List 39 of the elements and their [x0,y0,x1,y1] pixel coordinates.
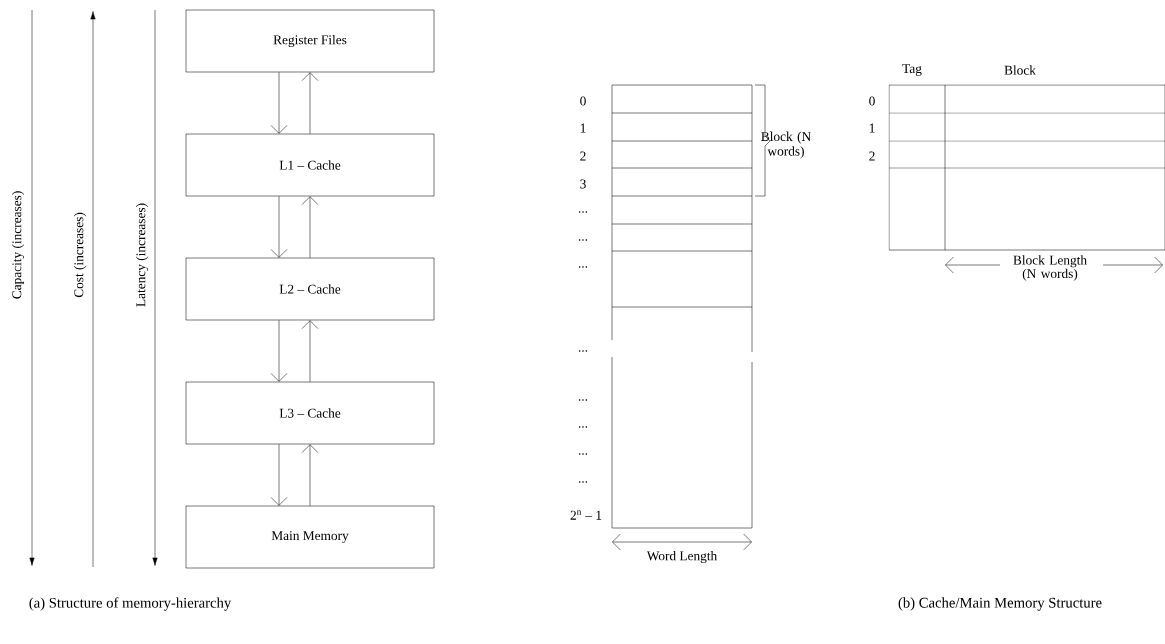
arrow [270,196,288,258]
column-header: Block [1004,65,1036,75]
arrow [270,72,288,134]
dimension-label: Word Length [646,550,718,564]
row-ellipsis: ... [578,453,588,455]
row-number: 0 [580,96,586,106]
row-ellipsis: ... [578,350,588,352]
arrow [270,320,288,382]
dimension-label: Block Length (N words) [1013,255,1087,281]
bracket-label: Block (N words) [761,131,811,159]
column-header: Tag [902,64,922,76]
row-ellipsis: ... [578,481,588,483]
memory-level-box: L3 – Cache [185,381,435,445]
memory-level-box: Register Files [185,9,435,73]
row-ellipsis: ... [578,399,588,401]
arrow [270,444,288,506]
row-number: 1 [580,123,586,133]
row-number: 0 [869,96,875,106]
row-ellipsis: ... [578,239,588,241]
axis-label: Latency (increases) [135,203,149,307]
memory-level-box: Main Memory [185,505,435,569]
caption: (a) Structure of memory-hierarchy [29,597,232,611]
axis-label: Capacity (increases) [11,191,25,299]
arrow [301,72,319,134]
row-number: 2 [580,151,586,161]
caption: (b) Cache/Main Memory Structure [898,597,1102,611]
arrow [301,320,319,382]
row-number: 2 [869,151,875,161]
row-number: 3 [580,179,586,189]
row-number: 2$^{n}$ – 1 [570,510,602,520]
row-ellipsis: ... [578,266,588,268]
memory-level-box: L2 – Cache [185,257,435,321]
row-ellipsis: ... [578,426,588,428]
arrow [301,444,319,506]
axis-label: Cost (increases) [73,212,87,298]
row-number: 1 [869,123,875,133]
memory-level-box: L1 – Cache [185,133,435,197]
arrow [301,196,319,258]
row-ellipsis: ... [578,211,588,213]
